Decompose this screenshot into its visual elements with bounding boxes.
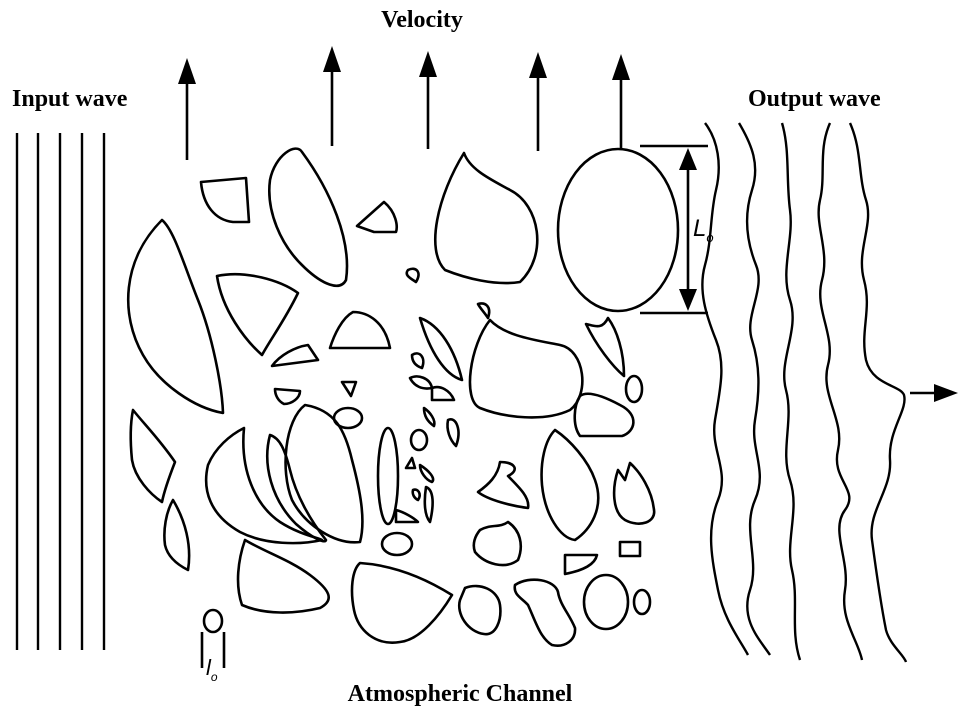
input-wavefronts — [17, 133, 104, 650]
velocity-arrow — [612, 54, 630, 150]
velocity-arrow — [178, 58, 196, 160]
eddy — [164, 500, 189, 570]
eddy — [420, 318, 462, 380]
eddy — [515, 580, 575, 646]
inner-scale-label: lo — [206, 655, 218, 684]
eddy — [565, 555, 597, 574]
eddy — [435, 153, 537, 283]
eddy — [238, 540, 329, 613]
eddy — [410, 376, 432, 388]
eddy — [396, 510, 418, 522]
eddy — [474, 522, 521, 565]
eddy — [542, 430, 599, 540]
eddy — [411, 430, 427, 450]
eddy — [478, 462, 528, 508]
eddy — [342, 382, 356, 396]
eddy — [267, 435, 326, 541]
inner-scale-marker: lo — [202, 610, 224, 684]
eddy — [406, 458, 415, 468]
eddy — [424, 408, 434, 426]
eddy — [131, 410, 175, 502]
eddy — [614, 463, 654, 524]
eddy — [269, 149, 347, 286]
eddy — [382, 533, 412, 555]
eddy — [478, 304, 489, 318]
output-propagation-arrow — [910, 384, 958, 402]
output-wave-label: Output wave — [748, 86, 881, 112]
eddy — [412, 353, 423, 368]
eddy — [586, 318, 624, 376]
eddy — [447, 419, 458, 446]
eddy — [201, 178, 249, 222]
eddy — [407, 269, 419, 282]
output-wavefronts — [702, 123, 906, 662]
velocity-label: Velocity — [381, 7, 463, 33]
eddy — [575, 394, 634, 436]
velocity-arrow — [529, 52, 547, 151]
eddy — [330, 312, 390, 348]
output-wavefront-line — [702, 123, 748, 655]
velocity-arrows — [178, 46, 630, 160]
eddy — [420, 465, 433, 482]
output-wavefront-line — [782, 123, 800, 660]
eddy — [558, 149, 678, 311]
inner-scale-eddy — [204, 610, 222, 632]
eddy — [206, 428, 322, 543]
eddy — [626, 376, 642, 402]
eddy — [413, 490, 420, 500]
velocity-arrow — [419, 51, 437, 149]
eddy — [584, 575, 628, 629]
eddy — [275, 389, 300, 404]
velocity-arrow — [323, 46, 341, 146]
eddy — [217, 274, 298, 355]
eddy — [425, 487, 433, 522]
eddy — [470, 320, 582, 417]
eddy — [352, 563, 452, 643]
eddy — [459, 586, 500, 634]
eddy — [272, 345, 318, 366]
input-wave-label: Input wave — [12, 86, 128, 112]
eddy — [634, 590, 650, 614]
output-wavefront-line — [819, 123, 862, 660]
output-wavefront-line — [739, 123, 770, 655]
atmospheric-channel-label: Atmospheric Channel — [348, 681, 573, 707]
eddy — [620, 542, 640, 556]
turbulent-eddies — [128, 149, 678, 646]
eddy — [357, 202, 397, 232]
output-wavefront-line — [850, 123, 906, 662]
eddy — [432, 387, 454, 400]
eddy — [128, 220, 223, 413]
eddy — [286, 405, 363, 542]
